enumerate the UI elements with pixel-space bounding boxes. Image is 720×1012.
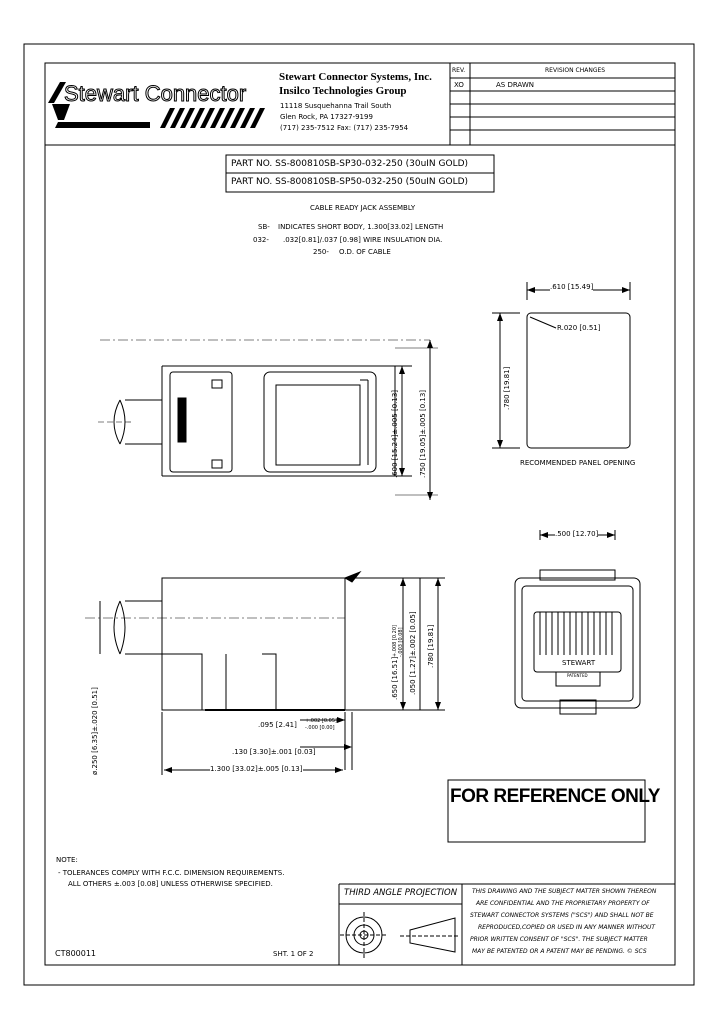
side-view-dim-650: .650 [16.51]	[391, 656, 399, 700]
front-view	[514, 530, 641, 715]
arrowheads	[164, 340, 441, 773]
logo-text: Stewart Connector	[63, 81, 247, 106]
description-250-text: O.D. OF CABLE	[339, 248, 391, 256]
side-view-dim-diameter: ø.250 [6.35]±.020 [0.51]	[91, 687, 99, 775]
description-250-code: 250-	[313, 248, 329, 256]
outer-border	[23, 43, 695, 986]
revision-row-change: AS DRAWN	[496, 81, 534, 89]
projection-title: THIRD ANGLE PROJECTION	[344, 888, 458, 898]
side-view-tol-095-minus: -.000 [0.00]	[305, 725, 335, 731]
legal-line-3: STEWART CONNECTOR SYSTEMS ("SCS") AND SH…	[470, 912, 654, 919]
company-group: Insilco Technologies Group	[279, 85, 407, 97]
panel-height-dim: .780 [19.81]	[503, 366, 511, 410]
description-032-code: 032-	[253, 236, 269, 244]
panel-width-dim: .610 [15.49]	[550, 283, 594, 291]
top-view-dim-750: .750 [19.05]±.005 [0.13]	[419, 389, 427, 478]
side-view-tol-095-plus: +.002 [0.05]	[305, 718, 337, 724]
logo-stripes	[48, 82, 265, 128]
legal-line-2: ARE CONFIDENTIAL AND THE PROPRIETARY PRO…	[476, 900, 650, 907]
company-name: Stewart Connector Systems, Inc.	[279, 71, 432, 83]
company-address-1: 11118 Susquehanna Trail South	[280, 102, 392, 110]
side-view-dim-130: .130 [3.30]±.001 [0.03]	[232, 748, 316, 756]
description-title: CABLE READY JACK ASSEMBLY	[310, 204, 416, 212]
revision-header-changes: REVISION CHANGES	[545, 67, 606, 74]
front-view-patented: PATENTED	[567, 673, 588, 678]
side-view-dim-1300: 1.300 [33.02]±.005 [0.13]	[210, 765, 303, 773]
legal-line-5: PRIOR WRITTEN CONSENT OF "SCS". THE SUBJ…	[470, 936, 648, 943]
description-sb-text: INDICATES SHORT BODY, 1.300[33.02] LENGT…	[278, 223, 444, 231]
company-address-2: Glen Rock, PA 17327-9199	[280, 113, 373, 121]
drawing-number: CT800011	[55, 949, 97, 958]
revision-header-rev: REV.	[452, 67, 466, 74]
for-reference-only: FOR REFERENCE ONLY	[450, 786, 660, 807]
side-view-dim-780: .780 [19.81]	[427, 624, 435, 668]
part-number-2: PART NO. SS-800810SB-SP50-032-250 (50uIN…	[231, 177, 469, 187]
top-view-dim-600: .600 [15.24]±.005 [0.13]	[391, 389, 399, 478]
revision-row-rev: XO	[454, 81, 464, 89]
front-view-brand: STEWART	[562, 659, 596, 667]
top-view	[98, 339, 438, 500]
notes-heading: NOTE:	[56, 856, 78, 864]
side-view-dim-050: .050 [1.27]±.002 [0.05]	[409, 611, 417, 695]
front-view-dim-500: .500 [12.70]	[555, 530, 599, 538]
panel-radius-dim: R.020 [0.51]	[557, 324, 601, 332]
side-view	[85, 570, 445, 775]
description-032-text: .032[0.81]/.037 [0.98] WIRE INSULATION D…	[283, 236, 443, 244]
panel-opening-view	[492, 282, 631, 449]
side-view-dim-095: .095 [2.41]	[258, 721, 297, 729]
sheet-number: SHT. 1 OF 2	[273, 950, 314, 958]
company-phone: (717) 235-7512 Fax: (717) 235-7954	[280, 124, 409, 132]
notes-line-2: ALL OTHERS ±.003 [0.08] UNLESS OTHERWISE…	[68, 880, 273, 888]
legal-line-6: MAY BE PATENTED OR A PATENT MAY BE PENDI…	[472, 948, 647, 955]
notes-line-1: - TOLERANCES COMPLY WITH F.C.C. DIMENSIO…	[58, 869, 285, 877]
projection-symbol	[340, 912, 460, 958]
side-view-tol-650-minus: -.003 [0.08]	[398, 627, 404, 657]
legal-line-1: THIS DRAWING AND THE SUBJECT MATTER SHOW…	[472, 888, 657, 895]
legal-line-4: REPRODUCED,COPIED OR USED IN ANY MANNER …	[478, 924, 656, 931]
description-sb-code: SB-	[258, 223, 270, 231]
inner-frame	[44, 62, 676, 966]
panel-caption: RECOMMENDED PANEL OPENING	[520, 459, 636, 467]
part-number-1: PART NO. SS-800810SB-SP30-032-250 (30uIN…	[231, 159, 469, 169]
